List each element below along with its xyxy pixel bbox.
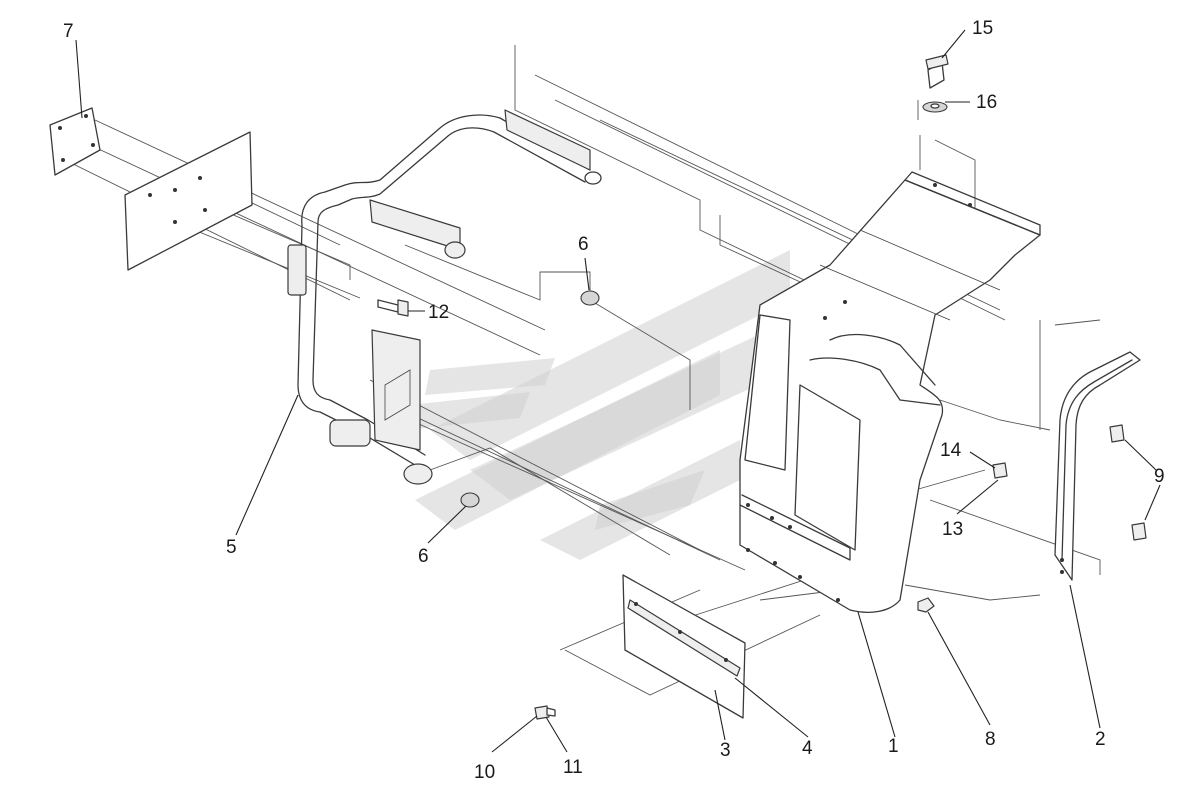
part-5-tube-frame [287,109,602,485]
callout-10: 10 [474,762,495,783]
callout-5: 5 [226,537,237,558]
callout-2: 2 [1095,729,1106,750]
callout-8: 8 [985,729,996,750]
callout-15: 15 [972,18,993,39]
part-3-4-panel-strip [622,574,746,719]
part-6-caps [460,290,600,508]
callout-11: 11 [563,757,583,778]
part-7-gasket-plate [49,107,253,271]
part-1-housing [739,171,1041,613]
watermark-logo [405,250,790,560]
callout-9: 9 [1154,466,1165,487]
callout-7: 7 [63,21,74,42]
leader-lines [75,29,1161,753]
callout-labels: 7 5 6 6 12 15 16 14 13 9 8 1 2 4 3 10 11 [63,18,1165,783]
callout-4: 4 [802,738,813,759]
callout-16: 16 [976,92,997,113]
callout-12: 12 [428,302,449,323]
part-2-side-rail [1054,351,1141,581]
callout-14: 14 [940,440,962,461]
part-12-bolt [377,299,409,317]
callout-6-upper: 6 [578,234,589,255]
callout-13: 13 [942,519,963,540]
callout-1: 1 [888,736,899,757]
fasteners [534,54,1147,720]
callout-3: 3 [720,740,731,761]
callout-6-lower: 6 [418,546,429,567]
